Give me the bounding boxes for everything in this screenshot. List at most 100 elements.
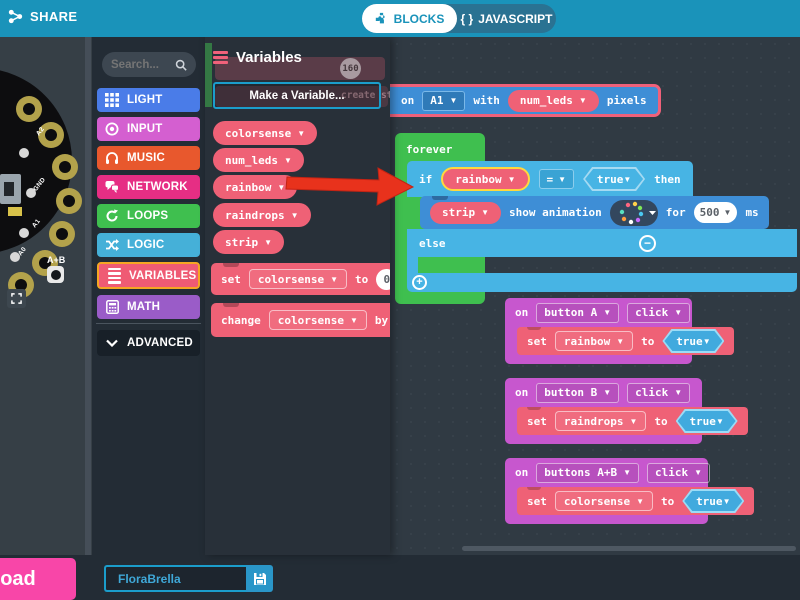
category-music[interactable]: MUSIC	[97, 146, 200, 170]
else-row[interactable]: else −	[407, 229, 797, 257]
search-input[interactable]	[111, 58, 171, 71]
language-toggle: BLOCKS { } JAVASCRIPT	[362, 4, 556, 33]
animation-preview-dropdown[interactable]	[609, 199, 658, 226]
variable-dropdown[interactable]: colorsense▼	[554, 491, 654, 511]
variable-dropdown[interactable]: colorsense▼	[248, 269, 348, 289]
dropdown-value: A1	[430, 94, 444, 107]
variable-pill-num-leds[interactable]: num_leds▼	[213, 148, 304, 172]
strip-variable-pill[interactable]: strip▼	[430, 201, 502, 224]
create-strip-block[interactable]: on A1▼ with num_leds▼ pixels	[390, 84, 661, 117]
variable-pill-colorsense[interactable]: colorsense▼	[213, 121, 318, 145]
category-light[interactable]: LIGHT	[97, 88, 200, 112]
grid-icon	[104, 93, 120, 107]
category-label: VARIABLES	[129, 269, 197, 282]
tab-blocks-label: BLOCKS	[393, 11, 445, 26]
variable-name: colorsense	[257, 272, 325, 286]
dropdown-value: buttons A+B	[544, 466, 618, 479]
search-box[interactable]	[102, 52, 196, 77]
set-variable-block[interactable]: set colorsense▼ to true▼	[517, 487, 755, 515]
block-text: by	[374, 313, 389, 327]
boolean-value: true	[676, 334, 703, 348]
ab-button[interactable]	[47, 266, 64, 283]
variable-name: strip	[442, 206, 476, 219]
button-source-dropdown[interactable]: button B▼	[536, 382, 620, 403]
remove-else-button[interactable]: −	[639, 234, 656, 252]
circuit-playground-board[interactable]: A2 GND A1 A0	[0, 68, 82, 298]
category-loops[interactable]: LOOPS	[97, 204, 200, 228]
show-animation-block[interactable]: strip▼ show animation for 500▼ ms	[420, 196, 769, 229]
variable-dropdown[interactable]: raindrops▼	[554, 411, 647, 431]
block-text: if	[419, 172, 433, 186]
category-advanced[interactable]: ADVANCED	[97, 330, 200, 356]
board-led	[10, 252, 20, 262]
add-else-if-button[interactable]: +	[412, 275, 427, 290]
variable-name: rainbow	[225, 180, 272, 194]
set-variable-block[interactable]: set rainbow▼ to true▼	[517, 327, 735, 355]
duration-dropdown[interactable]: 500▼	[693, 202, 738, 223]
change-variable-template-block[interactable]: change colorsense▼ by 1	[211, 303, 390, 337]
category-math[interactable]: MATH	[97, 295, 200, 319]
ghost-block	[215, 86, 388, 107]
category-label: NETWORK	[127, 181, 188, 193]
variable-pill-strip[interactable]: strip▼	[213, 230, 285, 254]
if-block-header[interactable]: if rainbow▼ =▼ true▼ then	[407, 161, 693, 197]
puzzle-icon	[375, 12, 385, 24]
true-value-hexagon[interactable]: true▼	[676, 409, 738, 433]
variable-dropdown[interactable]: colorsense▼	[268, 310, 367, 330]
ghost-block	[205, 43, 212, 107]
toolbox-sidebar: LIGHT INPUT MUSIC	[92, 37, 205, 555]
variable-pill-raindrops[interactable]: raindrops▼	[213, 203, 311, 227]
category-logic[interactable]: LOGIC	[97, 233, 200, 257]
set-variable-block[interactable]: set raindrops▼ to true▼	[517, 407, 748, 435]
block-text: to	[355, 272, 369, 286]
block-text: then	[654, 172, 681, 186]
workspace-horizontal-scrollbar[interactable]	[462, 546, 796, 551]
true-value-hexagon[interactable]: true▼	[662, 329, 724, 353]
if-block-spine	[407, 257, 418, 273]
make-variable-button[interactable]: Make a Variable...	[213, 82, 381, 109]
download-button[interactable]: Download	[0, 558, 76, 600]
number-value[interactable]: 0	[376, 268, 390, 290]
calculator-icon	[104, 300, 120, 314]
braces-icon: { }	[460, 11, 474, 26]
variable-dropdown[interactable]: rainbow▼	[554, 331, 634, 351]
true-value-hexagon[interactable]: true▼	[583, 167, 645, 191]
variables-flyout: 160 create strip Variables Make a Variab…	[205, 37, 390, 555]
block-text: on	[515, 306, 529, 319]
header-bar: SHARE BLOCKS { } JAVASCRIPT	[0, 0, 800, 37]
share-button[interactable]: SHARE	[8, 9, 78, 24]
board-led	[19, 148, 29, 158]
tab-javascript[interactable]: { } JAVASCRIPT	[457, 4, 556, 33]
project-name-input[interactable]	[104, 565, 246, 592]
fullscreen-button[interactable]	[7, 289, 26, 308]
pin-dropdown[interactable]: A1▼	[422, 90, 466, 111]
save-button[interactable]	[246, 565, 273, 592]
button-source-dropdown[interactable]: buttons A+B▼	[536, 462, 640, 483]
lines-icon	[106, 267, 122, 284]
category-input[interactable]: INPUT	[97, 117, 200, 141]
on-button-a-block[interactable]: on button A▼ click▼ set rainbow▼ to true…	[505, 298, 735, 364]
condition-variable-pill[interactable]: rainbow▼	[441, 167, 530, 191]
board-pad	[49, 221, 75, 247]
category-network[interactable]: NETWORK	[97, 175, 200, 199]
block-text: with	[473, 94, 500, 107]
event-type-dropdown[interactable]: click▼	[627, 302, 691, 323]
blocks-workspace[interactable]: on A1▼ with num_leds▼ pixels forever if …	[390, 37, 800, 555]
board-led	[26, 188, 36, 198]
category-variables[interactable]: VARIABLES	[97, 262, 200, 289]
rainbow-animation-icon	[619, 201, 656, 224]
tab-blocks[interactable]: BLOCKS	[362, 4, 457, 33]
operator-dropdown[interactable]: =▼	[538, 169, 575, 189]
event-type-dropdown[interactable]: click▼	[647, 462, 711, 483]
simulator-scrollbar[interactable]	[85, 37, 91, 555]
true-value-hexagon[interactable]: true▼	[682, 489, 744, 513]
event-type-dropdown[interactable]: click▼	[627, 382, 691, 403]
variable-pill-rainbow[interactable]: rainbow▼	[213, 175, 298, 199]
category-label: INPUT	[127, 123, 163, 135]
on-buttons-ab-block[interactable]: on buttons A+B▼ click▼ set colorsense▼ t…	[505, 458, 755, 524]
block-text: on	[515, 386, 529, 399]
button-source-dropdown[interactable]: button A▼	[536, 302, 620, 323]
num-leds-pill[interactable]: num_leds▼	[507, 89, 599, 112]
on-button-b-block[interactable]: on button B▼ click▼ set raindrops▼ to tr…	[505, 378, 748, 444]
set-variable-template-block[interactable]: set colorsense▼ to 0	[211, 263, 390, 295]
